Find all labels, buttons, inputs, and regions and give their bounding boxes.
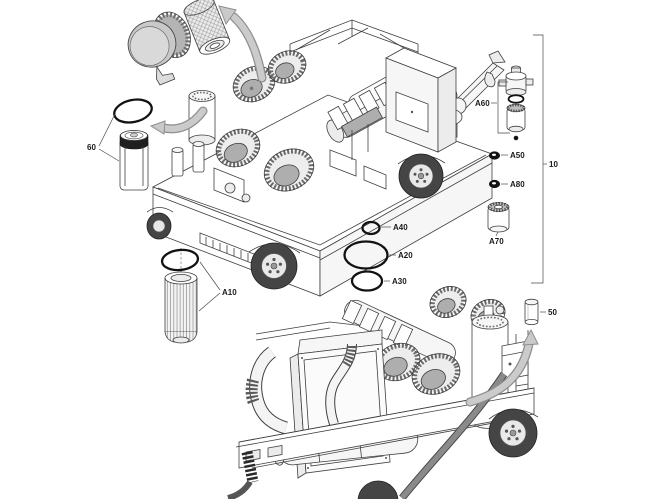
a10-filter-element xyxy=(164,271,198,344)
flex-exhaust xyxy=(241,450,259,484)
upper-right-wheel xyxy=(397,153,446,199)
callout-a20: A20 xyxy=(398,251,413,260)
callout-a80: A80 xyxy=(510,180,525,189)
callout-10: 10 xyxy=(549,160,558,169)
cooler-hose-left xyxy=(245,346,289,435)
a60-filter-bowl xyxy=(506,103,526,133)
air-cleaner-housing xyxy=(127,11,191,86)
upper-front-wheel xyxy=(248,242,301,290)
upper-radiator-box xyxy=(385,47,457,153)
blower-disc xyxy=(429,286,467,318)
compressor-disc xyxy=(215,128,261,168)
callout-a60: A60 xyxy=(475,99,490,108)
explode-arrow-lower xyxy=(465,328,539,407)
a70-cartridge xyxy=(487,201,510,233)
upper-compressor-unit xyxy=(146,19,506,297)
explode-arrow-up xyxy=(218,5,267,83)
air-filter-element xyxy=(183,0,231,55)
part-50-element xyxy=(524,298,539,325)
towbar-hook xyxy=(484,71,496,88)
lower-rear-wheel xyxy=(488,408,539,458)
lower-compressor-unit xyxy=(227,286,539,499)
a60-filter-head xyxy=(498,65,534,96)
a30-o-ring xyxy=(350,270,384,292)
a10-o-ring xyxy=(160,248,200,272)
a60-drain-plug xyxy=(513,135,519,141)
lower-partial-wheel xyxy=(357,480,399,499)
housing-bracket xyxy=(155,65,176,86)
callout-60: 60 xyxy=(87,143,96,152)
cooler-hose-right xyxy=(325,343,357,426)
blower-disc xyxy=(267,50,307,84)
compressor-disc xyxy=(263,148,315,192)
oil-filter-o-ring xyxy=(113,98,153,124)
callout-a50: A50 xyxy=(510,151,525,160)
group-bracket-10 xyxy=(531,34,544,284)
callout-a40: A40 xyxy=(393,223,408,232)
callout-50: 50 xyxy=(548,308,557,317)
upper-left-wheel xyxy=(146,207,174,240)
a60-o-ring xyxy=(507,94,525,104)
compressor-disc xyxy=(375,342,421,382)
callout-a30: A30 xyxy=(392,277,407,286)
oil-filter xyxy=(119,130,149,191)
a40-o-ring xyxy=(361,220,381,236)
compressor-disc xyxy=(411,353,461,395)
breather-pipes xyxy=(171,141,205,177)
a80-seal xyxy=(488,179,500,189)
callout-a70: A70 xyxy=(489,237,504,246)
a50-seal xyxy=(488,151,500,160)
explode-arrow-left xyxy=(149,106,208,135)
callout-a10: A10 xyxy=(222,288,237,297)
a20-o-ring xyxy=(343,240,389,270)
